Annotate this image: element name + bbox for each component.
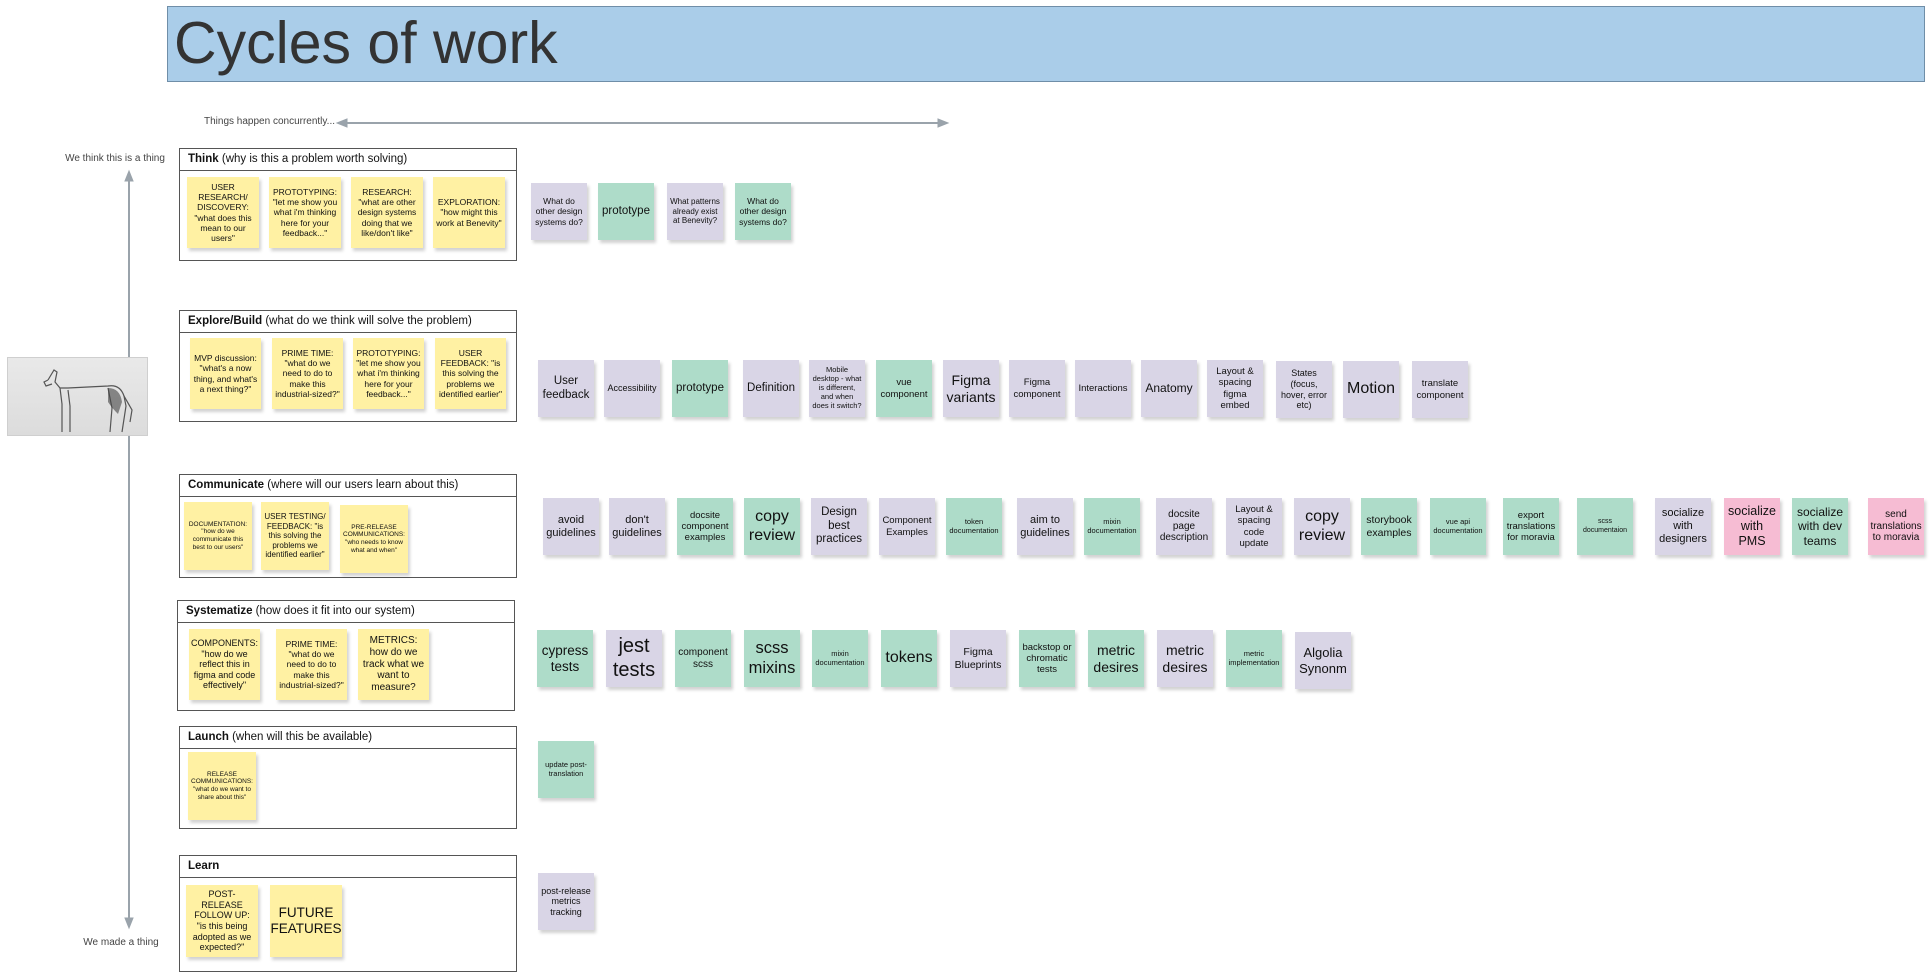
stage-note: PRE-RELEASE COMMUNICATIONS: "who needs t… (340, 505, 408, 573)
section-learn-header: Learn (180, 856, 516, 878)
section-think-header: Think (why is this a problem worth solvi… (180, 149, 516, 171)
task-note: avoid guidelines (543, 498, 599, 555)
task-note: Figma component (1009, 360, 1065, 417)
task-note: User feedback (538, 360, 594, 417)
task-note: socialize with dev teams (1792, 498, 1848, 555)
task-note: mixin documentation (1084, 498, 1140, 555)
section-communicate-header: Communicate (where will our users learn … (180, 475, 516, 497)
task-note: update post-translation (538, 741, 594, 798)
task-note: metric desires (1157, 630, 1213, 687)
task-note: copy review (1294, 498, 1350, 555)
title-banner: Cycles of work (167, 6, 1925, 82)
task-note: Figma variants (943, 360, 999, 417)
stage-note: PRIME TIME: "what do we need to do to ma… (276, 629, 347, 700)
task-note: prototype (672, 360, 728, 417)
axis-bottom-label: We made a thing (83, 937, 159, 948)
task-note: metric desires (1088, 630, 1144, 687)
stage-note: FUTURE FEATURES (270, 885, 342, 957)
task-note: Layout & spacing figma embed (1207, 360, 1263, 417)
stage-note: USER RESEARCH/ DISCOVERY: "what does thi… (187, 177, 259, 248)
arrow-head-down (124, 917, 134, 930)
task-note: Interactions (1075, 360, 1131, 417)
task-note: socialize with PMS (1724, 498, 1780, 555)
task-note: backstop or chromatic tests (1019, 630, 1075, 687)
task-note: scss mixins (744, 630, 800, 687)
task-note: What patterns already exist at Benevity? (667, 183, 723, 240)
task-note: token documentation (946, 498, 1002, 555)
stage-note: USER TESTING/ FEEDBACK: "is this solving… (261, 502, 329, 570)
task-note: Anatomy (1141, 360, 1197, 417)
arrow-head-left (335, 118, 348, 128)
section-launch-header: Launch (when will this be available) (180, 727, 516, 749)
stage-note: DOCUMENTATION: "how do we communicate th… (184, 502, 252, 570)
task-note: Design best practices (811, 498, 867, 555)
task-note: copy review (744, 498, 800, 555)
task-note: Definition (743, 360, 799, 417)
horse-image (7, 357, 148, 436)
stage-note: RELEASE COMMUNICATIONS: "what do we want… (188, 752, 256, 820)
task-note: Mobile desktop - what is different, and … (809, 360, 865, 417)
axis-top-label: We think this is a thing (65, 153, 165, 164)
arrow-head-right (937, 118, 950, 128)
task-note: send translations to moravia (1868, 498, 1924, 555)
task-note: export translations for moravia (1503, 498, 1559, 555)
stage-note: EXPLORATION: "how might this work at Ben… (433, 177, 505, 248)
task-note: post-release metrics tracking (538, 873, 594, 930)
task-note: docsite component examples (677, 498, 733, 555)
task-note: component scss (675, 630, 731, 687)
task-note: Component Examples (879, 498, 935, 555)
stage-note: MVP discussion: "what's a now thing, and… (190, 338, 261, 409)
task-note: Accessibility (604, 360, 660, 417)
task-note: scss documentaion (1577, 498, 1633, 555)
stage-note: COMPONENTS: "how do we reflect this in f… (189, 629, 260, 700)
task-note: metric implementation (1226, 630, 1282, 687)
task-note: mixin documentation (812, 630, 868, 687)
task-note: socialize with designers (1655, 498, 1711, 555)
task-note: aim to guidelines (1017, 498, 1073, 555)
stage-note: METRICS: how do we track what we want to… (358, 629, 429, 700)
task-note: What do other design systems do? (531, 183, 587, 240)
stage-note: PROTOTYPING: "let me show you what i'm t… (269, 177, 341, 248)
task-note: tokens (881, 630, 937, 687)
task-note: docsite page description (1156, 498, 1212, 555)
task-note: States (focus, hover, error etc) (1276, 361, 1332, 418)
stage-note: USER FEEDBACK: "is this solving the prob… (435, 338, 506, 409)
task-note: Layout & spacing code update (1226, 498, 1282, 555)
task-note: vue component (876, 360, 932, 417)
task-note: prototype (598, 183, 654, 240)
task-note: Algolia Synonm (1295, 632, 1351, 689)
task-note: translate component (1412, 361, 1468, 418)
task-note: Motion (1343, 361, 1399, 418)
arrow-head-up (124, 169, 134, 182)
stage-note: PRIME TIME: "what do we need to do to ma… (272, 338, 343, 409)
task-note: cypress tests (537, 630, 593, 687)
section-explore-header: Explore/Build (what do we think will sol… (180, 311, 516, 333)
task-note: Figma Blueprints (950, 630, 1006, 687)
page-title: Cycles of work (174, 10, 558, 76)
task-note: jest tests (606, 630, 662, 687)
task-note: storybook examples (1361, 498, 1417, 555)
stage-note: PROTOTYPING: "let me show you what i'm t… (353, 338, 424, 409)
section-systematize-header: Systematize (how does it fit into our sy… (178, 601, 514, 623)
concurrent-label: Things happen concurrently... (204, 116, 336, 127)
task-note: don't guidelines (609, 498, 665, 555)
task-note: vue api documentation (1430, 498, 1486, 555)
task-note: What do other design systems do? (735, 183, 791, 240)
stage-note: RESEARCH: "what are other design systems… (351, 177, 423, 248)
stage-note: POST-RELEASE FOLLOW UP: "is this being a… (186, 885, 258, 957)
horse-sketch (43, 369, 133, 433)
